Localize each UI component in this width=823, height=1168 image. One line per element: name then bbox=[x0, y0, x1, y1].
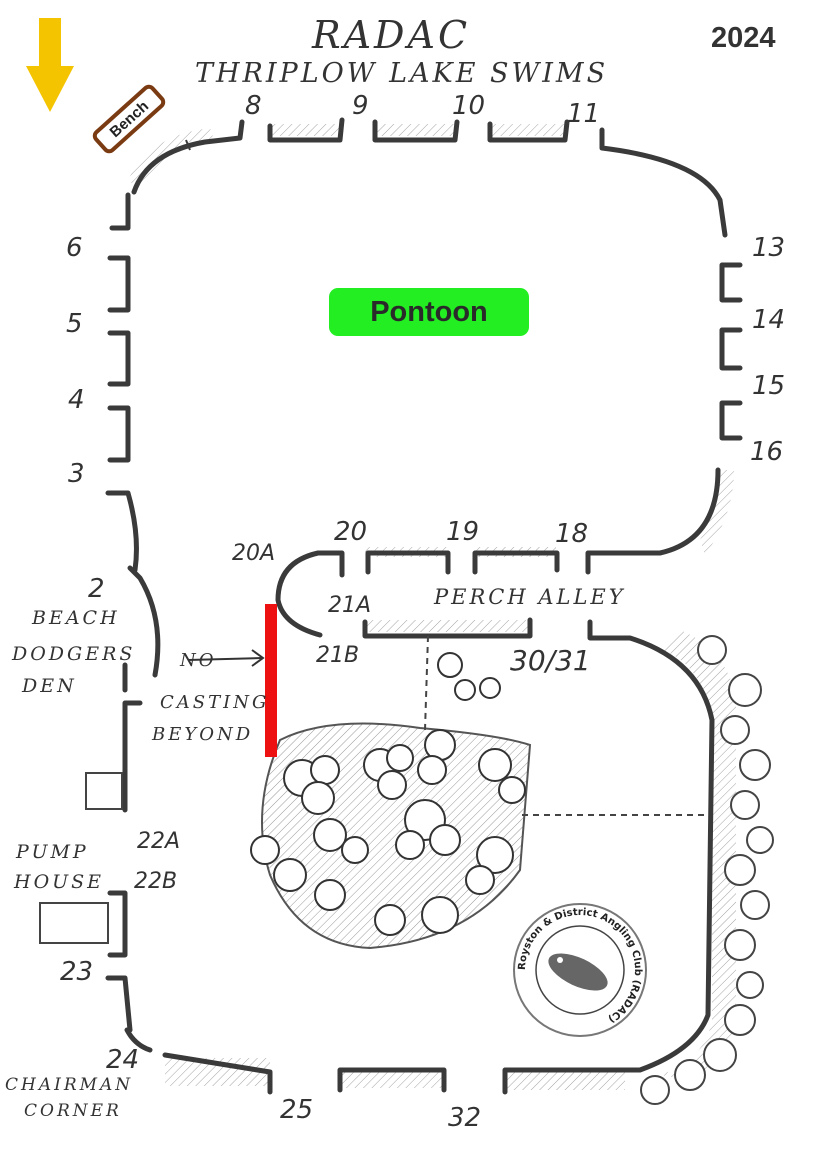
swim-21a: 21A bbox=[328, 593, 371, 618]
corner-label: CORNER bbox=[24, 1101, 122, 1121]
swim-3: 3 bbox=[68, 459, 85, 489]
swim-18: 18 bbox=[555, 519, 588, 549]
swim-25: 25 bbox=[280, 1095, 313, 1125]
swim-5: 5 bbox=[66, 309, 83, 339]
perch-alley-label: PERCH ALLEY bbox=[433, 585, 626, 609]
swim-20a: 20A bbox=[232, 541, 275, 566]
beyond-label: BEYOND bbox=[151, 724, 253, 745]
bank-ticks bbox=[185, 139, 191, 151]
club-title: RADAC bbox=[311, 13, 470, 57]
island bbox=[250, 635, 705, 950]
swim-4: 4 bbox=[68, 385, 85, 415]
swim-30-31: 30/31 bbox=[510, 644, 591, 677]
casting-label: CASTING bbox=[160, 692, 269, 713]
swim-22a: 22A bbox=[137, 829, 180, 854]
swim-13: 13 bbox=[752, 233, 785, 263]
swim-21b: 21B bbox=[316, 643, 359, 668]
bank-trees bbox=[640, 635, 774, 1105]
swim-24: 24 bbox=[106, 1045, 139, 1075]
swim-labels: 8 9 10 11 13 14 15 16 6 5 4 3 2 20A 20 1… bbox=[60, 91, 785, 1133]
pontoon-badge: Pontoon bbox=[329, 288, 529, 336]
swim-14: 14 bbox=[752, 305, 785, 335]
bank-hatching bbox=[128, 124, 736, 1090]
swim-19: 19 bbox=[446, 517, 479, 547]
swim-32: 32 bbox=[448, 1103, 481, 1133]
map-subtitle: THRIPLOW LAKE SWIMS bbox=[195, 58, 608, 89]
no-casting-line bbox=[265, 604, 277, 757]
club-logo: Royston & District Angling Club (RADAC) bbox=[513, 903, 647, 1037]
swim-11: 11 bbox=[567, 99, 600, 129]
swim-15: 15 bbox=[752, 371, 785, 401]
den-label: DEN bbox=[21, 675, 77, 697]
pump-label: PUMP bbox=[15, 841, 89, 863]
swim-6: 6 bbox=[66, 233, 83, 263]
no-label: NO bbox=[179, 650, 217, 671]
swim-16: 16 bbox=[750, 437, 783, 467]
pump-house-box bbox=[39, 902, 109, 944]
dodgers-label: DODGERS bbox=[11, 643, 135, 665]
swim-9: 9 bbox=[352, 91, 369, 121]
area-labels: PERCH ALLEY BEACH DODGERS DEN NO CASTING… bbox=[5, 585, 626, 1121]
swim-2: 2 bbox=[88, 574, 105, 604]
swim-23: 23 bbox=[60, 957, 93, 987]
lake-outline bbox=[105, 117, 743, 1095]
building-box bbox=[85, 772, 123, 810]
swim-20: 20 bbox=[334, 517, 367, 547]
fish-icon bbox=[548, 953, 608, 991]
beach-label: BEACH bbox=[31, 607, 120, 629]
north-arrow-icon bbox=[26, 18, 74, 112]
swim-22b: 22B bbox=[134, 869, 177, 894]
swim-10: 10 bbox=[452, 91, 485, 121]
house-label: HOUSE bbox=[13, 871, 104, 893]
chairman-label: CHAIRMAN bbox=[5, 1075, 133, 1095]
year-label: 2024 bbox=[711, 22, 776, 54]
no-casting-arrow-icon bbox=[187, 649, 265, 667]
swim-8: 8 bbox=[245, 91, 262, 121]
